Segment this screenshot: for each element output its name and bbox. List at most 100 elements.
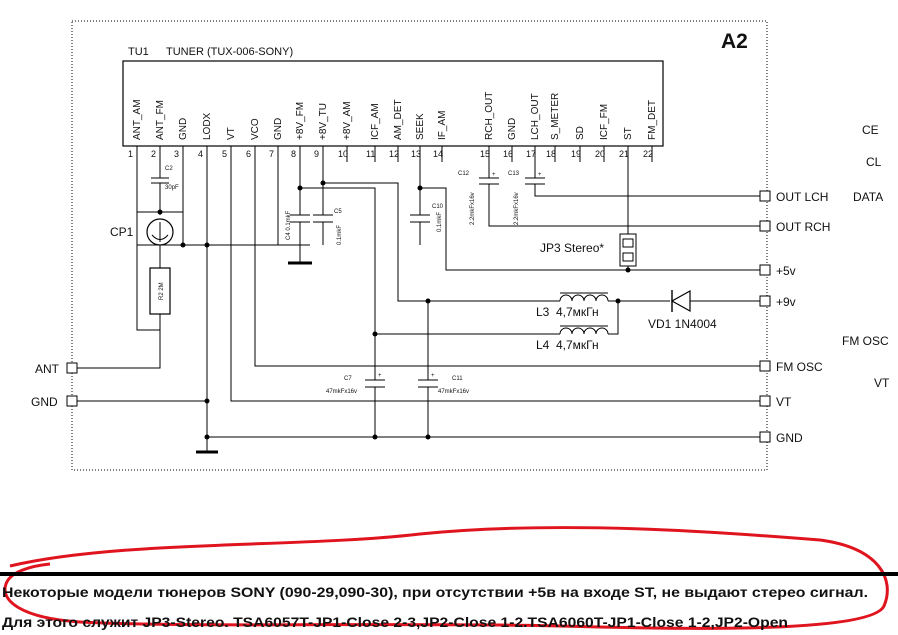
- pin-label-19: SD: [575, 126, 586, 140]
- pin-number-10: 10: [338, 149, 348, 159]
- fm-osc-label: FM OSC: [776, 360, 823, 374]
- pin-number-3: 3: [174, 149, 179, 159]
- c11-value: 47mkFx16v: [438, 389, 469, 395]
- c2-value: 30pF: [165, 185, 179, 191]
- jp3-pin-a: [622, 238, 634, 248]
- pin-number-8: 8: [291, 149, 296, 159]
- tuner-block: [122, 60, 664, 147]
- c12-ref: C12: [458, 171, 470, 177]
- pad-fm-osc[interactable]: [759, 360, 771, 372]
- highlight-outline: [3, 526, 889, 630]
- junction-cp1: [157, 209, 163, 215]
- vd1-label: VD1 1N4004: [648, 317, 717, 331]
- l4-value: 4,7мкГн: [556, 338, 599, 352]
- c13-ref: C13: [508, 171, 520, 177]
- l4-symbol: [559, 327, 609, 335]
- side-data: DATA: [853, 190, 883, 204]
- vd1-symbol: [670, 289, 691, 313]
- wire-l3-l4-right: [608, 300, 619, 335]
- board-outline: [71, 20, 768, 471]
- pin-number-15: 15: [480, 149, 490, 159]
- pad-out-rch[interactable]: [759, 220, 771, 232]
- junction-rail-c11: [425, 434, 431, 440]
- pin-number-22: 22: [643, 149, 653, 159]
- pin-label-17: LCH_OUT: [530, 93, 541, 140]
- junction-jp3: [625, 267, 631, 273]
- pad-5v[interactable]: [759, 264, 771, 276]
- c7-plus: +: [378, 373, 382, 379]
- pad-vt[interactable]: [759, 395, 771, 407]
- pin-number-12: 12: [389, 149, 399, 159]
- pin-label-10: +8V_AM: [342, 101, 353, 140]
- out-lch-label: OUT LCH: [776, 190, 828, 204]
- tuner-ref: TU1: [128, 46, 149, 58]
- c12-value: 2.2mkFx16v: [470, 192, 476, 225]
- wire-out-rch: [488, 184, 760, 227]
- pin-label-2: ANT_FM: [155, 100, 166, 140]
- c13-plus: +: [538, 172, 542, 178]
- c11-ref: C11: [452, 376, 463, 382]
- pin-label-5: VT: [226, 127, 237, 140]
- pin-number-5: 5: [222, 149, 227, 159]
- side-ce: CE: [862, 123, 879, 137]
- pad-9v[interactable]: [759, 295, 771, 307]
- side-vt: VT: [874, 376, 890, 390]
- vt-label: VT: [776, 395, 792, 409]
- c5-value: 0.1mkF: [337, 225, 343, 245]
- pin-label-12: AM_DET: [393, 99, 404, 140]
- l3-value: 4,7мкГн: [556, 305, 599, 319]
- pin-number-6: 6: [246, 149, 251, 159]
- pin-number-21: 21: [619, 149, 629, 159]
- pin-number-20: 20: [595, 149, 605, 159]
- pad-gnd-right[interactable]: [759, 431, 771, 443]
- pin-number-19: 19: [571, 149, 581, 159]
- c10-ref: C10: [432, 204, 444, 210]
- wire-ant-am: [136, 160, 160, 331]
- side-fm-osc: FM OSC: [842, 334, 889, 348]
- l4-ref: L4: [536, 338, 550, 352]
- cp1-label: CP1: [110, 225, 134, 239]
- p5v-label: +5v: [776, 264, 796, 278]
- wire-8v-tu-bus: [323, 182, 560, 302]
- pin-label-15: RCH_OUT: [484, 92, 495, 140]
- c13-value: 2.2mkFx16v: [514, 192, 520, 225]
- pin-number-4: 4: [198, 149, 203, 159]
- pin-label-4: LODX: [202, 112, 213, 140]
- note-line-2: Для этого служит JP3-Stereo. TSA6057T-JP…: [2, 615, 788, 630]
- c10-value: 0.1mkF: [437, 212, 443, 232]
- l3-symbol: [559, 294, 609, 302]
- note-line-1: Некоторые модели тюнеров SONY (090-29,09…: [2, 585, 868, 600]
- pad-out-lch[interactable]: [759, 190, 771, 202]
- board-id: A2: [721, 30, 748, 53]
- pin-label-18: S_METER: [550, 93, 561, 140]
- pin-label-1: ANT_AM: [132, 99, 143, 140]
- pin-number-11: 11: [366, 149, 375, 159]
- jp3-pin-b: [622, 252, 634, 262]
- r2-label: R2 2M: [159, 282, 165, 300]
- pin-label-13: SEEK: [415, 113, 426, 140]
- ant-label: ANT: [35, 362, 60, 376]
- wire-out-lch: [534, 184, 760, 197]
- pin-label-8: +8V_FM: [295, 102, 306, 140]
- c7-ref: C7: [344, 376, 352, 382]
- c5-label: C5: [334, 209, 342, 215]
- c12-plus: +: [492, 172, 496, 178]
- jp3-label: JP3 Stereo*: [540, 241, 604, 255]
- pin-number-9: 9: [314, 149, 319, 159]
- wire-r2-ant: [77, 314, 161, 369]
- pin-label-16: GND: [507, 118, 518, 140]
- wire-8v-fm-bus: [300, 187, 376, 380]
- pin-label-20: ICF_FM: [599, 104, 610, 140]
- pad-gnd-left[interactable]: [66, 395, 78, 407]
- pad-ant[interactable]: [66, 362, 78, 374]
- c2-ref: C2: [165, 166, 173, 172]
- pin-number-16: 16: [503, 149, 513, 159]
- pin-label-6: VCO: [250, 118, 261, 140]
- pin-number-1: 1: [128, 149, 133, 159]
- pin-label-14: IF_AM: [437, 111, 448, 140]
- gnd-right-label: GND: [776, 431, 803, 445]
- pin-label-11: ICF_AM: [370, 103, 381, 140]
- pin-label-22: FM_DET: [647, 100, 658, 140]
- pin-label-9: +8V_TU: [318, 103, 329, 140]
- junction-gnd3: [180, 242, 186, 248]
